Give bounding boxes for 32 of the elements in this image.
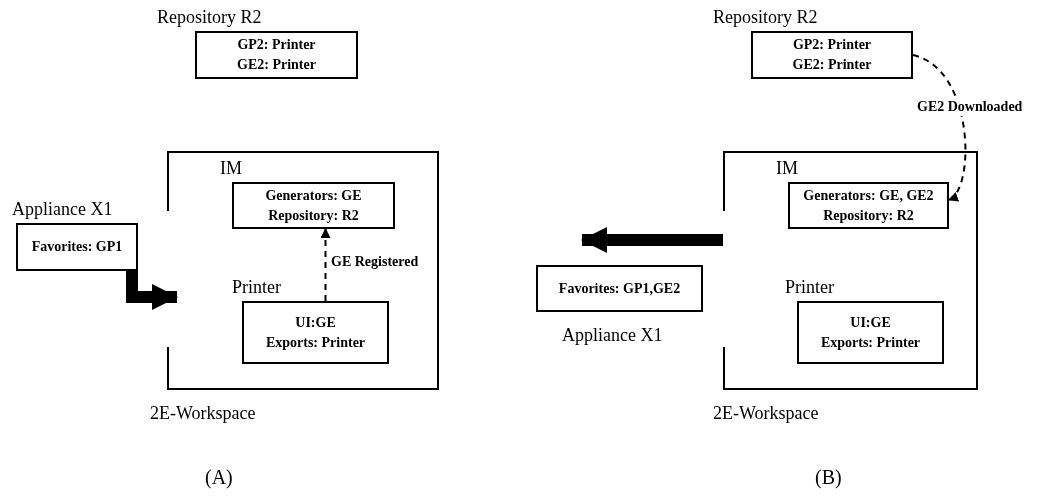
panel-label: (B)	[815, 465, 842, 491]
box-text: Favorites: GP1,GE2	[558, 279, 681, 298]
box-text: Favorites: GP1	[31, 238, 123, 256]
box-text: GE2: Printer	[237, 56, 316, 74]
box-title: IM	[776, 157, 798, 180]
box-title: Appliance X1	[12, 198, 113, 221]
box-text: GP2: Printer	[237, 36, 316, 54]
arrow	[320, 228, 331, 302]
box-text: Exports: Printer	[820, 333, 921, 352]
box-text: GP2: Printer	[792, 36, 872, 54]
box-title: 2E-Workspace	[150, 402, 256, 425]
box-text: Generators: GE, GE2	[803, 186, 934, 205]
box-text: Repository: R2	[823, 206, 914, 225]
box-title: 2E-Workspace	[713, 402, 819, 425]
arrow	[912, 54, 967, 201]
box-text: Exports: Printer	[265, 333, 366, 352]
box-text: GE2: Printer	[792, 56, 872, 74]
box-title: Repository R2	[713, 6, 818, 29]
box-text: UI:GE	[850, 313, 891, 332]
box-text: Repository: R2	[268, 206, 359, 225]
panel-label: (A)	[205, 465, 233, 491]
box-title: Printer	[785, 276, 834, 299]
box-text: UI:GE	[295, 313, 336, 332]
edge-label: GE Registered	[331, 253, 419, 271]
box-title: IM	[220, 157, 242, 180]
box-title: Printer	[232, 276, 281, 299]
block-arrow	[126, 271, 178, 310]
box-title: Repository R2	[157, 6, 262, 29]
block-arrow	[581, 227, 723, 253]
box-text: Generators: GE	[265, 186, 362, 205]
box-title: Appliance X1	[562, 324, 663, 347]
edge-label: GE2 Downloaded	[917, 98, 1023, 116]
